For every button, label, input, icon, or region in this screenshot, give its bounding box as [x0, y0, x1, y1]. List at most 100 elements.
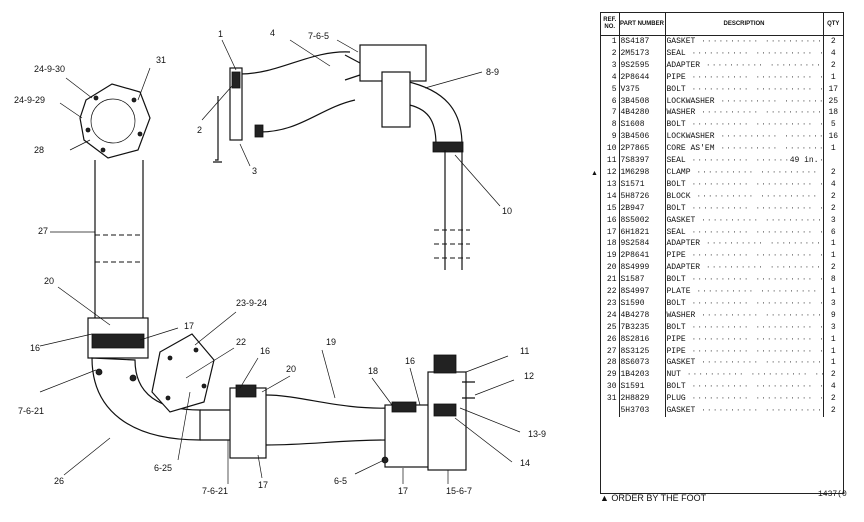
description-text: BLOCK: [666, 191, 691, 201]
callout-16-mid: 16: [260, 346, 270, 356]
description-cell: CLAMP ·········· ·········· ·········: [665, 166, 824, 179]
ref-cell: 25: [601, 321, 620, 334]
description-cell: SEAL ·········· ·········· ·········49 i…: [665, 155, 824, 167]
ref-cell: 11: [601, 155, 620, 167]
description-text: BOLT: [666, 298, 686, 308]
callout-13-9: 13-9: [528, 429, 546, 439]
leader-dots: ·········· ·········· ·········: [701, 108, 823, 118]
ref-cell: 24: [601, 309, 620, 322]
leader-dots: ·········· ·········· ·········: [720, 144, 822, 154]
qty-cell: 1: [830, 346, 836, 356]
leader-dots: ·········· ·········· ·········: [696, 191, 822, 201]
qty-cell: 4: [830, 48, 836, 58]
part-number-cell: 4B4280: [619, 107, 666, 120]
ref-cell: 26: [601, 333, 620, 346]
ref-cell: 29: [601, 369, 620, 382]
header-qty: QTY: [823, 13, 843, 36]
description-cell: BOLT ·········· ·········· ·········: [665, 381, 824, 394]
header-description: DESCRIPTION: [665, 13, 824, 36]
ref-cell: 21: [601, 274, 620, 287]
ref-cell: 18: [601, 238, 620, 251]
parts-table-header: REF. NO. PART NUMBER DESCRIPTION QTY: [601, 13, 843, 36]
callout-1: 1: [218, 29, 223, 39]
description-cell: LOCKWASHER ·········· ·········· ·······…: [665, 131, 824, 144]
description-cell: BOLT ·········· ·········· ·········: [665, 202, 824, 215]
ref-cell: 14: [601, 190, 620, 203]
description-cell: BOLT ·········· ·········· ·········: [665, 83, 824, 96]
part-number-cell: 1B4203: [619, 369, 666, 382]
callout-24-9-29: 24-9-29: [14, 95, 45, 105]
description-text: ADAPTER: [666, 239, 701, 249]
description-cell: PIPE ·········· ·········· ·········: [665, 71, 824, 84]
callout-31: 31: [156, 55, 166, 65]
part-number-cell: 7B3235: [619, 321, 666, 334]
qty-cell: 2: [830, 191, 836, 201]
qty-cell: 2: [830, 370, 836, 380]
description-text: SEAL: [666, 48, 686, 58]
callout-26: 26: [54, 476, 64, 486]
leader-dots: ·········· ·········· ·········: [705, 263, 823, 273]
part-number-cell: 9S2595: [619, 59, 666, 72]
qty-cell: 2: [830, 394, 836, 404]
ref-cell: 12: [601, 166, 620, 179]
qty-cell: 1: [830, 239, 836, 249]
leader-dots: ·········· ·········· ·········: [691, 227, 823, 237]
ref-cell: 3: [601, 59, 620, 72]
part-number-cell: 2P8641: [619, 250, 666, 263]
callout-2: 2: [197, 125, 202, 135]
description-text: PLATE: [666, 287, 691, 297]
part-number-cell: 2M5173: [619, 47, 666, 60]
part-number-cell: S1591: [619, 381, 666, 394]
description-cell: GASKET ·········· ·········· ·········: [665, 405, 824, 417]
callout-23-9-24: 23-9-24: [236, 298, 267, 308]
ref-cell: 10: [601, 143, 620, 156]
qty-cell: 25: [828, 96, 839, 106]
elbow-26: [87, 317, 201, 441]
callout-19: 19: [326, 337, 336, 347]
ref-cell: 9: [601, 131, 620, 144]
length-note: 49 in.: [789, 155, 819, 167]
qty-cell: 2: [830, 203, 836, 213]
callout-6-25: 6-25: [154, 463, 172, 473]
footnote: ▲ ORDER BY THE FOOT: [600, 493, 707, 503]
leader-dots: ·········· ·········· ·········: [691, 334, 823, 344]
leader-dots: ·········· ·········· ·········: [720, 132, 822, 142]
part-number-cell: 5H8726: [619, 190, 666, 203]
callout-27: 27: [38, 226, 48, 236]
callout-15-6-7: 15-6-7: [446, 486, 472, 496]
leader-dots: ·········· ·········· ·········: [691, 298, 823, 308]
ref-cell: 30: [601, 381, 620, 394]
leader-dots: ·········· ·········· ·········: [696, 167, 822, 177]
callout-20-left: 20: [44, 276, 54, 286]
leader-dots: ·········· ·········· ·········: [691, 251, 823, 261]
callout-17-mid: 17: [258, 480, 268, 490]
description-text: BOLT: [666, 275, 686, 285]
callout-12: 12: [524, 371, 534, 381]
pipe-19: [265, 394, 391, 446]
ref-cell: 20: [601, 262, 620, 275]
leader-dots: ·········· ·········· ·········: [691, 179, 823, 189]
leader-dots: ·········· ·········· ·········: [705, 239, 823, 249]
hex-flange-28: [79, 83, 151, 159]
qty-cell: 1: [830, 358, 836, 368]
leader-dots: ·········· ·········· ·········: [691, 382, 823, 392]
description-text: BOLT: [666, 322, 686, 332]
description-text: BOLT: [666, 179, 686, 189]
callout-11: 11: [520, 346, 529, 356]
description-text: PIPE: [666, 251, 686, 261]
description-cell: GASKET ·········· ·········· ·········: [665, 357, 824, 370]
description-text: GASKET: [666, 215, 696, 225]
